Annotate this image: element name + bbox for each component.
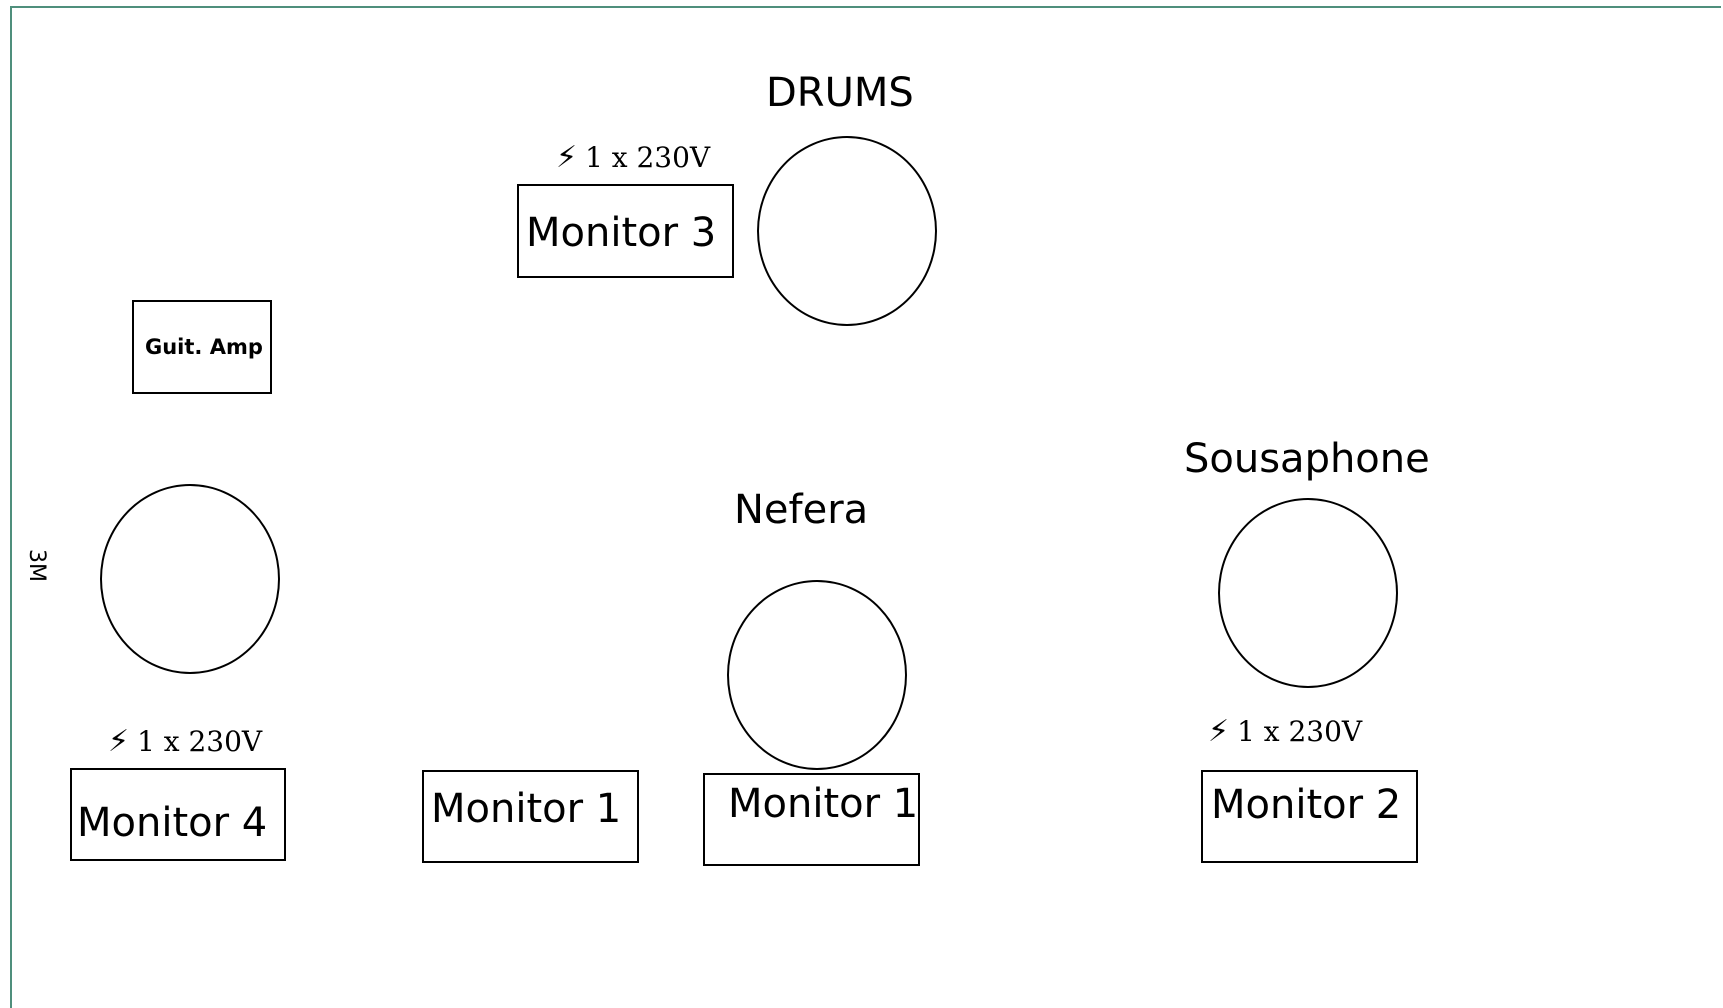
monitor-3-box: Monitor 3: [517, 184, 734, 278]
monitor-4-box: Monitor 4: [70, 768, 286, 861]
guitar-amp-label: Guit. Amp: [145, 335, 263, 359]
monitor-2-box: Monitor 2: [1201, 770, 1418, 863]
guitar-amp-box: Guit. Amp: [132, 300, 272, 394]
power-outlet-text: 1 x 230V: [137, 725, 263, 758]
lightning-bolt-icon: ⚡: [556, 140, 578, 175]
guitarist-position-circle: [100, 484, 280, 674]
power-outlet-sousaphone: ⚡1 x 230V: [1208, 714, 1362, 749]
power-outlet-drums: ⚡1 x 230V: [556, 140, 710, 175]
drums-label: DRUMS: [766, 70, 914, 116]
sousaphone-position-circle: [1218, 498, 1398, 688]
monitor-1-left-label: Monitor 1: [431, 786, 622, 832]
nefera-label: Nefera: [734, 487, 869, 533]
lightning-bolt-icon: ⚡: [1208, 714, 1230, 749]
nefera-position-circle: [727, 580, 907, 770]
monitor-3-label: Monitor 3: [526, 210, 717, 256]
monitor-1-left-box: Monitor 1: [422, 770, 639, 863]
monitor-1-center-label: Monitor 1: [728, 781, 919, 827]
drums-position-circle: [757, 136, 937, 326]
power-outlet-text: 1 x 230V: [1237, 715, 1363, 748]
lightning-bolt-icon: ⚡: [108, 724, 130, 759]
monitor-2-label: Monitor 2: [1211, 782, 1402, 828]
monitor-1-center-box: Monitor 1: [703, 773, 920, 866]
monitor-4-label: Monitor 4: [77, 800, 268, 846]
stage-plot: DRUMS ⚡1 x 230V Monitor 3 Guit. Amp 3M N…: [10, 6, 1721, 1008]
sousaphone-label: Sousaphone: [1184, 436, 1430, 482]
power-outlet-text: 1 x 230V: [585, 141, 711, 174]
power-outlet-guitar: ⚡1 x 230V: [108, 724, 262, 759]
stage-depth-label: 3M: [23, 549, 49, 582]
